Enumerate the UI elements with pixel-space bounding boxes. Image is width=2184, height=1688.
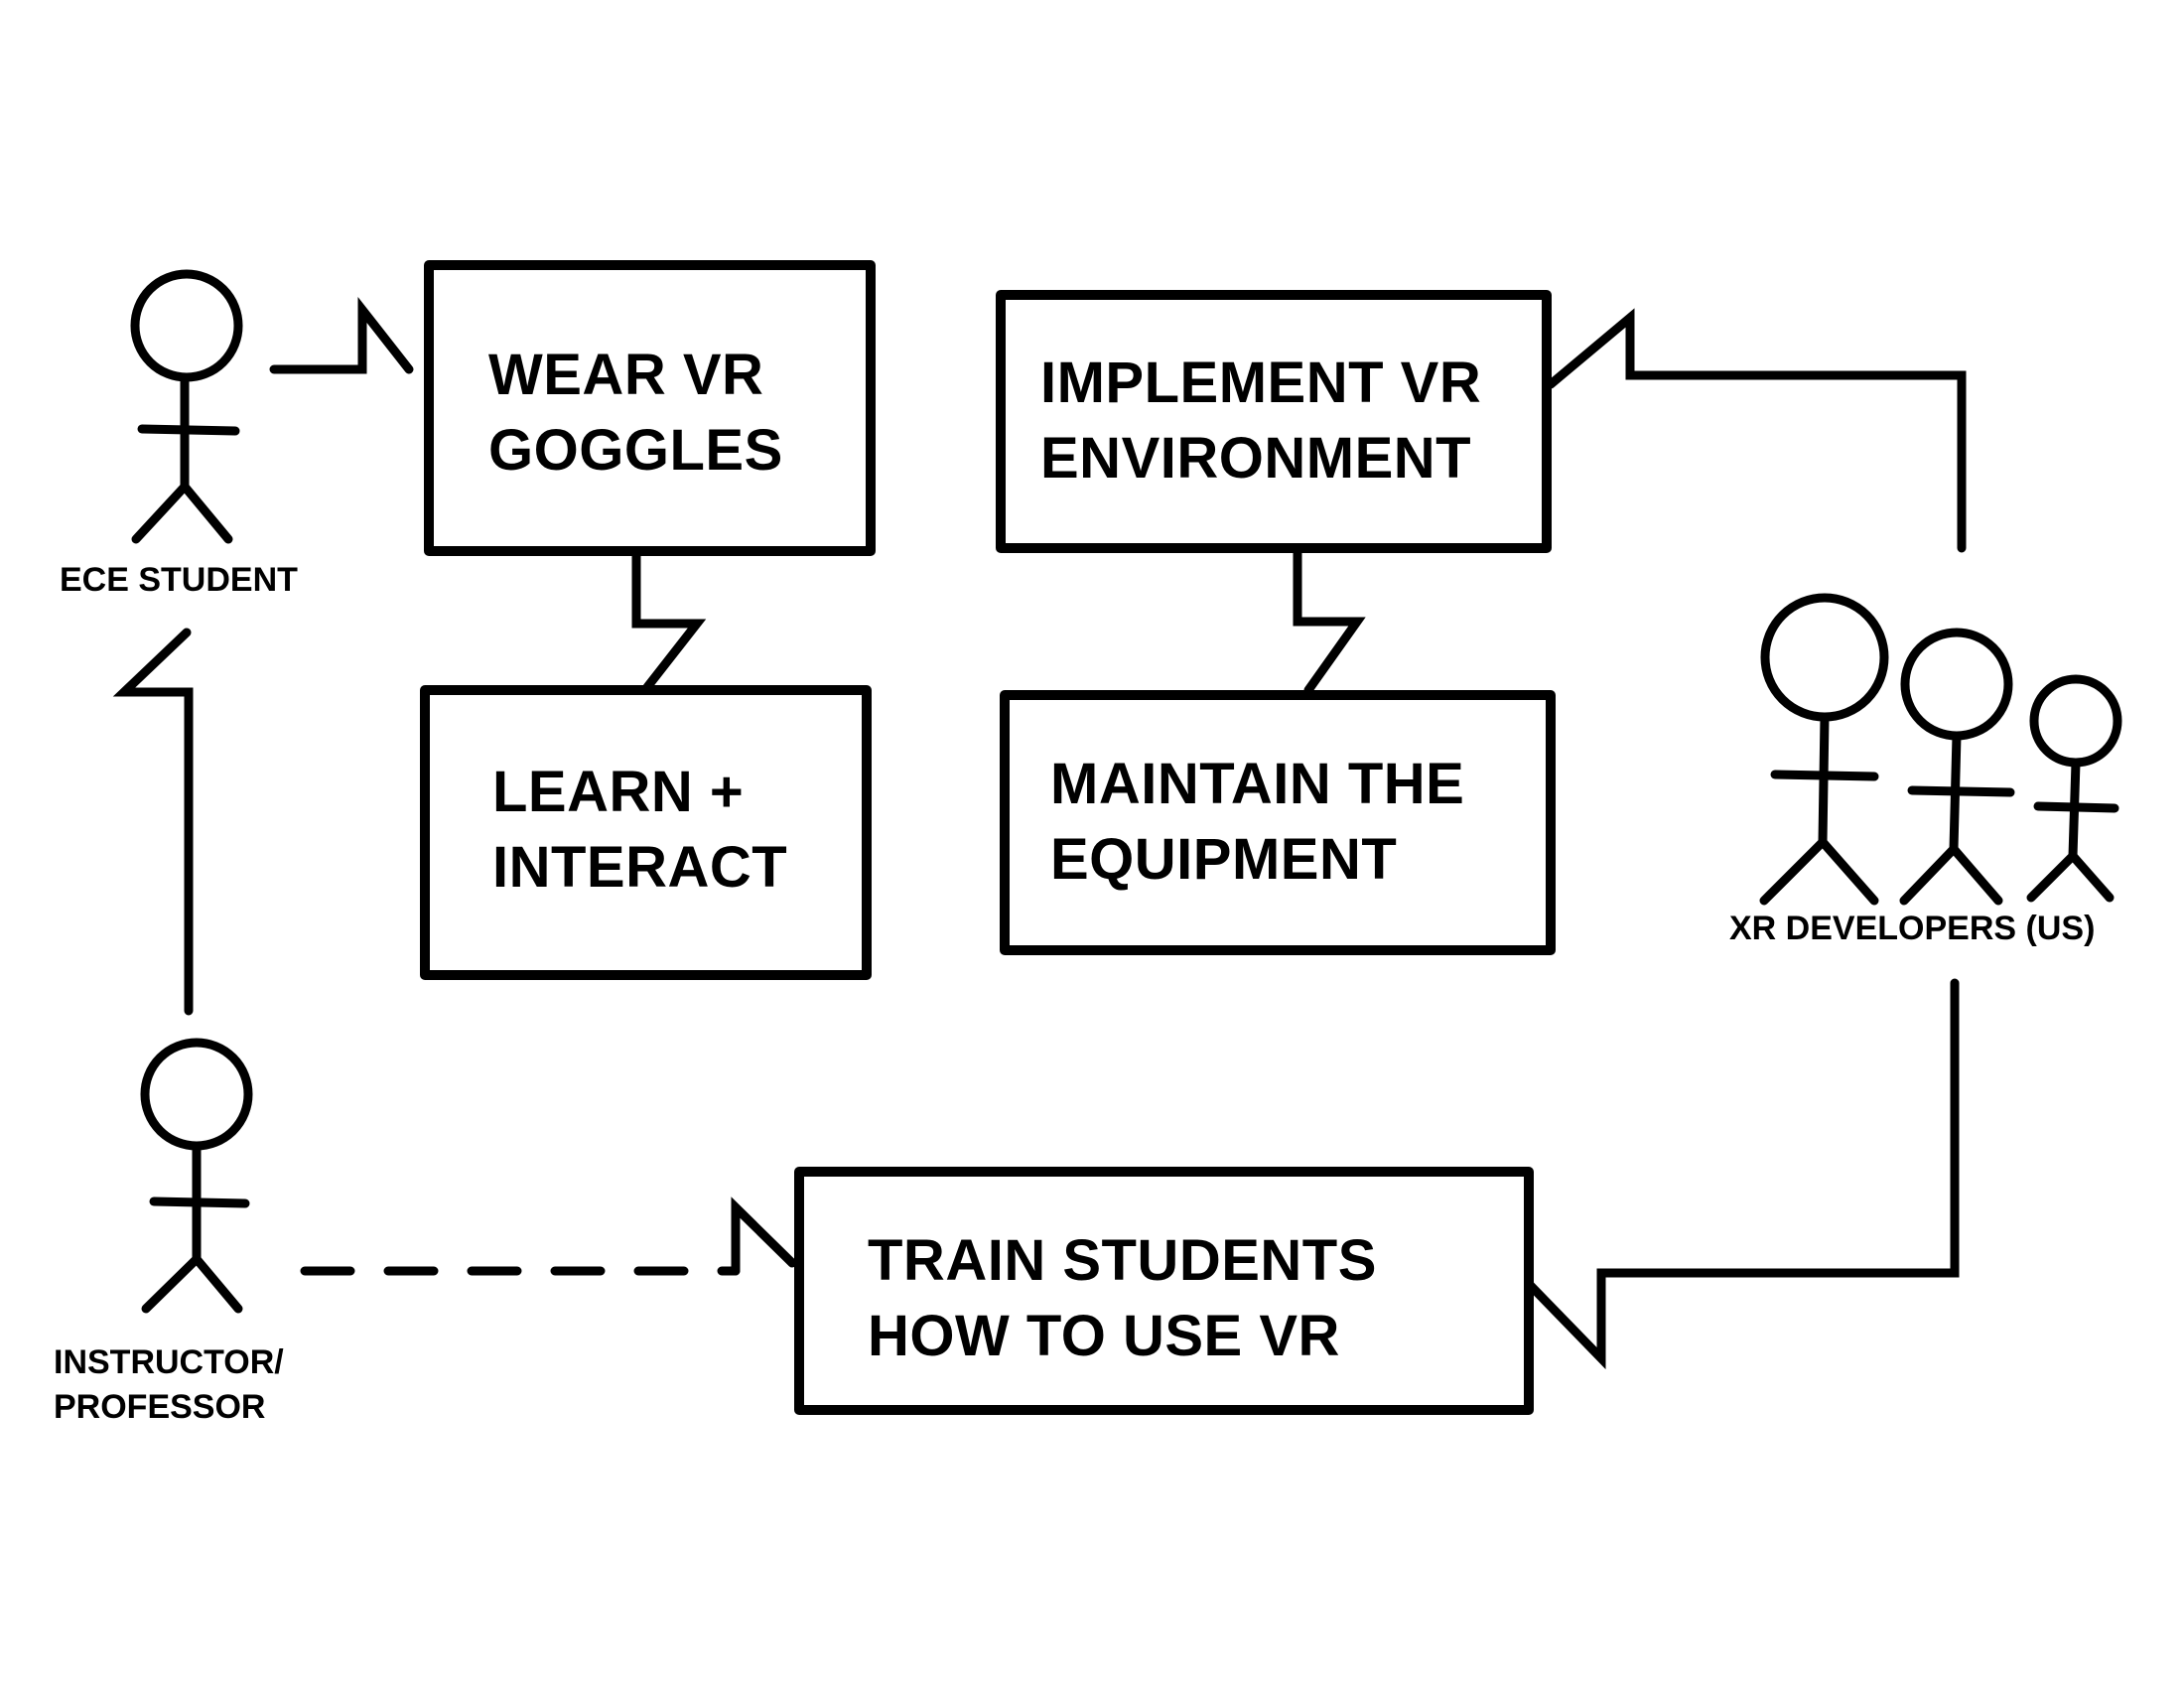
xr-developer-figure-small <box>2026 674 2122 903</box>
connector-instructor-to-train-end <box>731 1196 797 1276</box>
connector-wear-to-learn <box>631 551 707 692</box>
instructor-arms <box>149 1196 250 1208</box>
label-train-students: TRAIN STUDENTS HOW TO USE VR <box>868 1223 1377 1374</box>
label-maintain-equipment: MAINTAIN THE EQUIPMENT <box>1050 747 1464 898</box>
wear-vr-line2: GOGGLES <box>488 418 783 483</box>
label-ece-student: ECE STUDENT <box>60 561 298 599</box>
label-xr-developers: XR DEVELOPERS (US) <box>1729 910 2096 947</box>
box-train-students <box>794 1167 1534 1415</box>
box-learn-interact <box>420 685 872 980</box>
label-implement-vr-environment: IMPLEMENT VR ENVIRONMENT <box>1040 346 1481 496</box>
connector-instructor-to-student <box>112 628 194 1016</box>
connector-developers-to-implement <box>1546 308 1967 553</box>
ece-student-head <box>130 269 243 382</box>
learn-interact-line1: LEARN + <box>492 760 745 824</box>
xr-developer-figure-medium <box>1899 628 2015 906</box>
learn-interact-line2: INTERACT <box>492 835 788 900</box>
label-wear-vr-goggles: WEAR VR GOGGLES <box>488 338 783 489</box>
implement-vr-line1: IMPLEMENT VR <box>1040 351 1482 415</box>
wear-vr-line1: WEAR VR <box>488 343 764 407</box>
instructor-actor-figure <box>140 1038 253 1314</box>
xr-developers-actor-figures <box>1759 593 2122 906</box>
ece-student-legs <box>131 482 233 544</box>
box-implement-vr-environment <box>996 290 1552 553</box>
instructor-legs <box>141 1254 243 1314</box>
label-instructor: INSTRUCTOR/ PROFESSOR <box>54 1340 284 1430</box>
maintain-line1: MAINTAIN THE <box>1050 752 1465 816</box>
connector-developers-to-train <box>1526 978 1960 1370</box>
xr-developer-figure-large <box>1759 593 1889 906</box>
train-line1: TRAIN STUDENTS <box>868 1228 1377 1293</box>
implement-vr-line2: ENVIRONMENT <box>1040 426 1472 491</box>
ece-student-arms <box>137 424 240 436</box>
instructor-line2: PROFESSOR <box>54 1388 266 1426</box>
instructor-head <box>140 1038 253 1151</box>
connector-implement-to-maintain <box>1293 547 1366 695</box>
instructor-line1: INSTRUCTOR/ <box>54 1343 284 1381</box>
ece-student-actor-figure <box>130 269 243 544</box>
connector-student-to-wear <box>269 296 414 374</box>
box-wear-vr-goggles <box>424 260 876 556</box>
train-line2: HOW TO USE VR <box>868 1304 1340 1368</box>
label-learn-interact: LEARN + INTERACT <box>492 755 787 906</box>
box-maintain-equipment <box>1000 690 1556 955</box>
maintain-line2: EQUIPMENT <box>1050 827 1398 892</box>
